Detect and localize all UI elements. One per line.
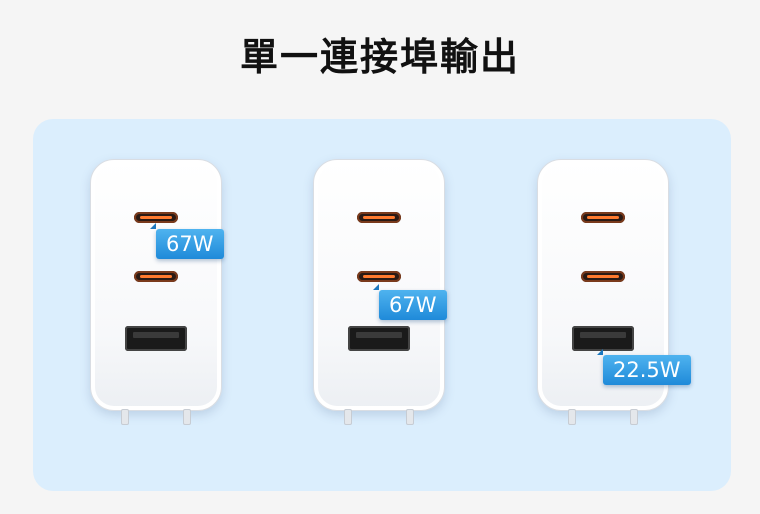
charger-2: 67W: [313, 159, 447, 425]
usb-a-port-icon: [572, 326, 634, 351]
plug-prong-icon: [630, 409, 638, 425]
plug-prong-icon: [183, 409, 191, 425]
usb-a-port-icon: [125, 326, 187, 351]
charger-1: 67W: [90, 159, 224, 425]
plug-prong-icon: [568, 409, 576, 425]
usb-c-port-2-icon: [134, 271, 178, 282]
usb-c-port-2-icon: [357, 271, 401, 282]
product-panel: 67W 67W 22.5W: [33, 119, 731, 491]
usb-c-port-1-icon: [581, 212, 625, 223]
page-title: 單一連接埠輸出: [239, 35, 520, 79]
power-badge: 22.5W: [597, 349, 691, 385]
power-badge: 67W: [373, 284, 447, 320]
plug-prong-icon: [344, 409, 352, 425]
charger-3: 22.5W: [537, 159, 691, 425]
usb-c-port-1-icon: [357, 212, 401, 223]
power-badge: 67W: [150, 223, 224, 259]
plug-prong-icon: [121, 409, 129, 425]
charger-body: [313, 159, 445, 411]
usb-a-port-icon: [348, 326, 410, 351]
plug-prong-icon: [406, 409, 414, 425]
usb-c-port-1-icon: [134, 212, 178, 223]
charger-body: [90, 159, 222, 411]
usb-c-port-2-icon: [581, 271, 625, 282]
